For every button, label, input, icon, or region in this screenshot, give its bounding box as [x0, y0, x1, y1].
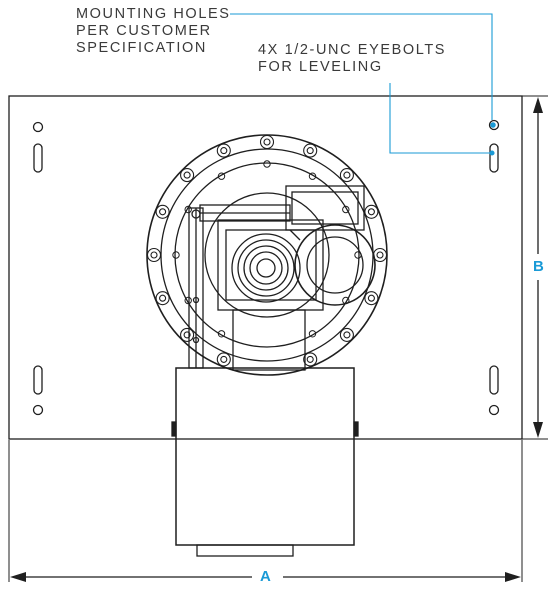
gearbox — [217, 219, 324, 371]
base-plate — [8, 95, 523, 440]
callout-leaders — [230, 13, 496, 156]
dimension-b-label: B — [533, 258, 544, 275]
eyebolts-callout: 4X 1/2-UNC EYEBOLTS FOR LEVELING — [258, 42, 446, 76]
outer-bolt-ring — [146, 134, 388, 367]
dimension-b-line — [533, 97, 543, 438]
flange-assembly — [146, 134, 388, 376]
callout-line: FOR LEVELING — [258, 59, 383, 75]
mounting-holes — [32, 119, 500, 416]
dimension-a-line — [10, 572, 521, 582]
callout-line: PER CUSTOMER — [76, 23, 212, 39]
drive-linkage — [188, 204, 291, 369]
dimension-a-label: A — [260, 568, 271, 585]
callout-line: SPECIFICATION — [76, 40, 207, 56]
callout-line: 4X 1/2-UNC EYEBOLTS — [258, 42, 447, 58]
output-shaft — [231, 233, 301, 303]
extension-lines — [8, 95, 548, 582]
motor — [285, 185, 376, 306]
mounting-holes-callout: MOUNTING HOLES PER CUSTOMER SPECIFICATIO… — [76, 6, 231, 57]
lower-housing — [171, 367, 359, 557]
callout-line: MOUNTING HOLES — [76, 6, 231, 22]
